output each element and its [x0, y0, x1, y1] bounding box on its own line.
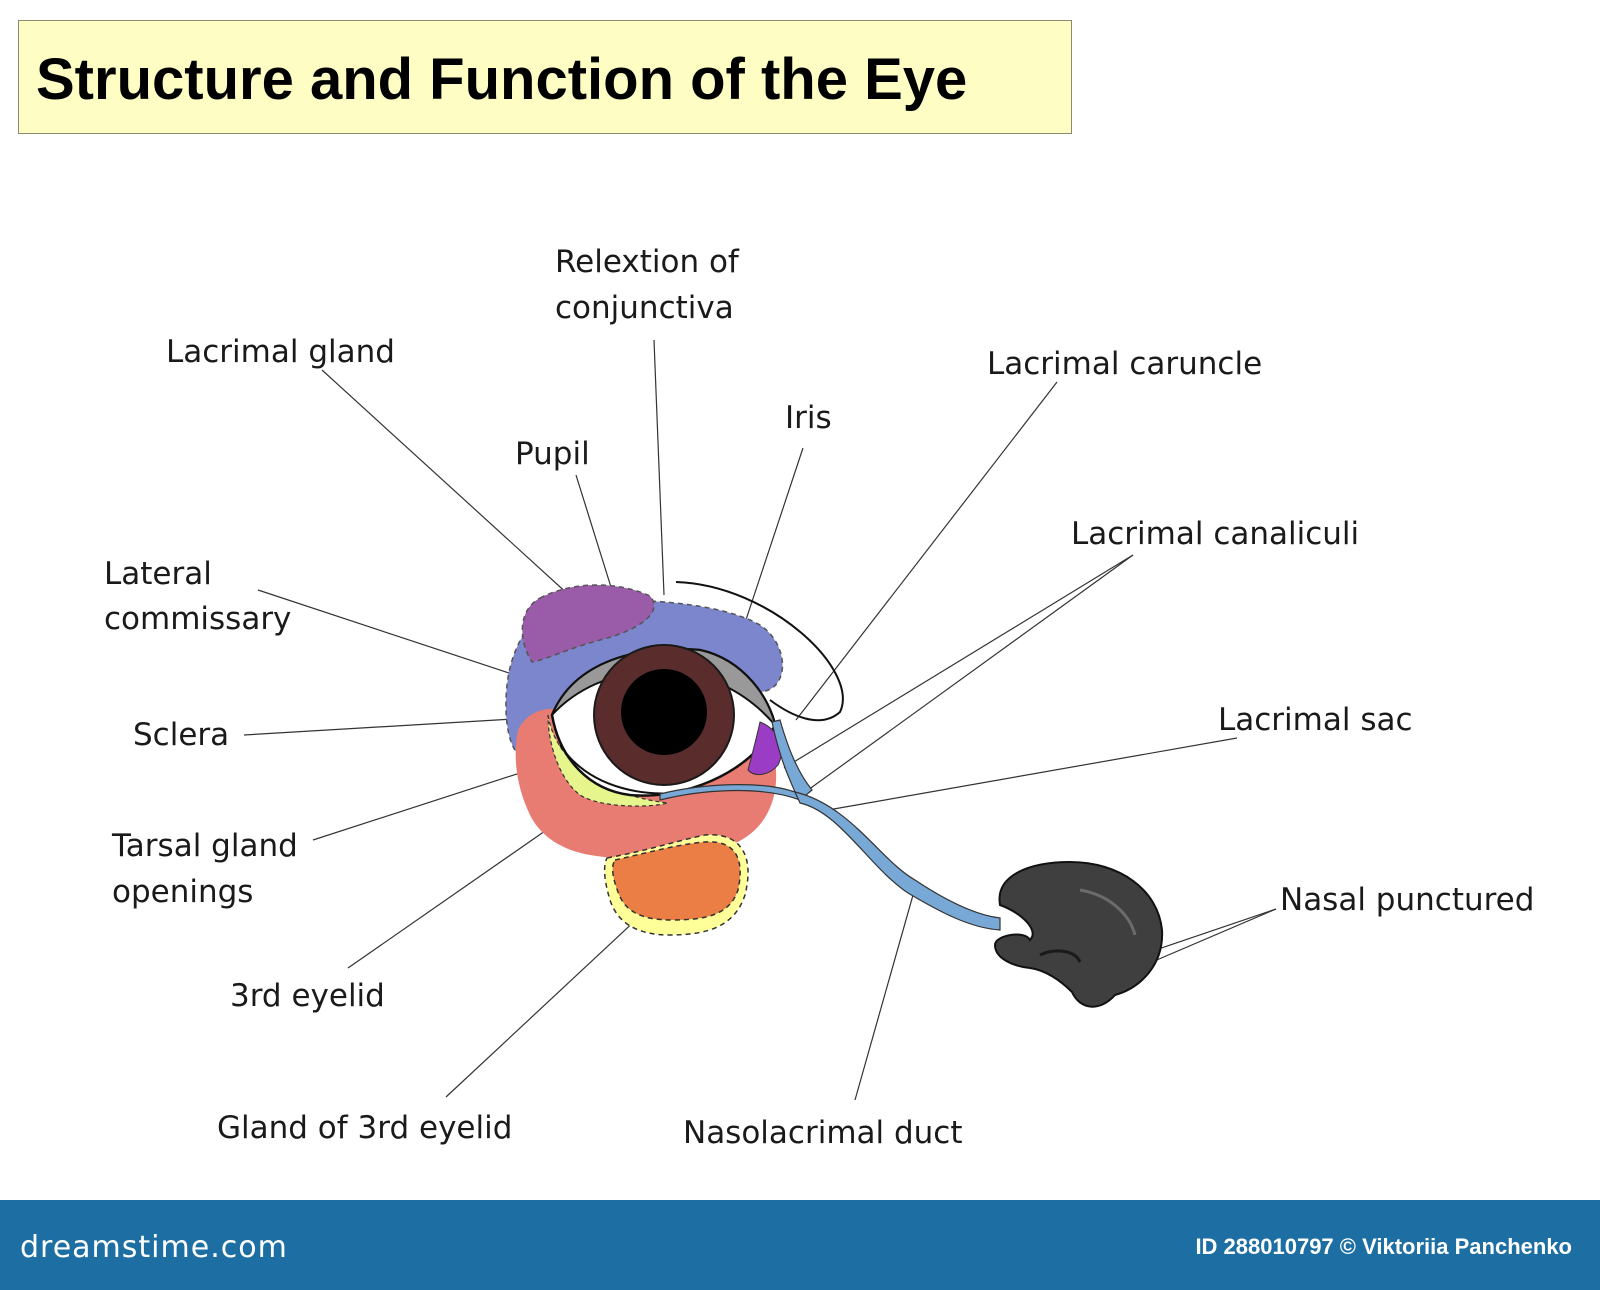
nostril-shape: [1039, 949, 1082, 963]
leader-third-eyelid: [347, 814, 569, 969]
title-banner: Structure and Function of the Eye: [18, 20, 1072, 134]
leader-lateral-commissary: [257, 589, 531, 681]
label-tarsal-line2: openings: [112, 874, 253, 910]
leader-relextion: [653, 339, 665, 596]
leader-lacrimal-gland: [321, 369, 571, 597]
leader-nasal-2: [1144, 908, 1277, 966]
label-lacrimal-gland: Lacrimal gland: [166, 334, 395, 370]
pupil-shape: [621, 669, 707, 755]
label-gland-third-eyelid: Gland of 3rd eyelid: [217, 1110, 512, 1146]
watermark-footer: dreamstime.com ID 288010797 © Viktoriia …: [0, 1200, 1600, 1290]
lacrimal-gland-shape: [521, 584, 655, 663]
conjunctiva-fold-outline: [675, 581, 844, 722]
leader-lacrimal-caruncle: [795, 381, 1058, 721]
leader-nasolacrimal-duct: [854, 887, 916, 1101]
eye-illustration: [505, 581, 844, 936]
nasolacrimal-duct-shape: [793, 791, 1001, 931]
label-sclera: Sclera: [133, 717, 229, 753]
lacrimal-drainage: [659, 719, 1001, 931]
label-lacrimal-caruncle: Lacrimal caruncle: [987, 346, 1262, 382]
label-lateral-line2: commissary: [104, 601, 291, 637]
leader-canaliculi-2: [807, 554, 1134, 791]
label-tarsal-line1: Tarsal gland: [111, 828, 298, 864]
label-lateral-line1: Lateral: [104, 556, 212, 592]
label-nasolacrimal-duct: Nasolacrimal duct: [683, 1115, 963, 1151]
label-iris: Iris: [785, 400, 832, 436]
label-relextion-line2: conjunctiva: [555, 290, 734, 326]
leader-canaliculi-1: [783, 554, 1134, 769]
nose-shape: [993, 860, 1164, 1008]
label-lacrimal-sac: Lacrimal sac: [1218, 702, 1413, 738]
label-pupil: Pupil: [515, 436, 590, 472]
label-relextion-line1: Relextion of: [555, 244, 740, 280]
dreamstime-logo: dreamstime.com: [20, 1230, 288, 1265]
leader-gland-third-eyelid: [445, 917, 639, 1098]
diagram-title: Structure and Function of the Eye: [36, 47, 968, 112]
label-lacrimal-canaliculi: Lacrimal canaliculi: [1071, 516, 1359, 552]
nose-illustration: [993, 860, 1164, 1008]
label-third-eyelid: 3rd eyelid: [230, 978, 385, 1014]
gland-third-eyelid-inner: [611, 841, 741, 921]
image-credit: ID 288010797 © Viktoriia Panchenko: [1195, 1234, 1572, 1259]
eye-diagram: Relextion of conjunctiva Lacrimal gland …: [104, 244, 1534, 1151]
nose-highlight: [1079, 888, 1137, 936]
leader-lacrimal-sac: [827, 737, 1238, 811]
label-nasal-punctured: Nasal punctured: [1280, 882, 1534, 918]
labels: Relextion of conjunctiva Lacrimal gland …: [104, 244, 1534, 1151]
